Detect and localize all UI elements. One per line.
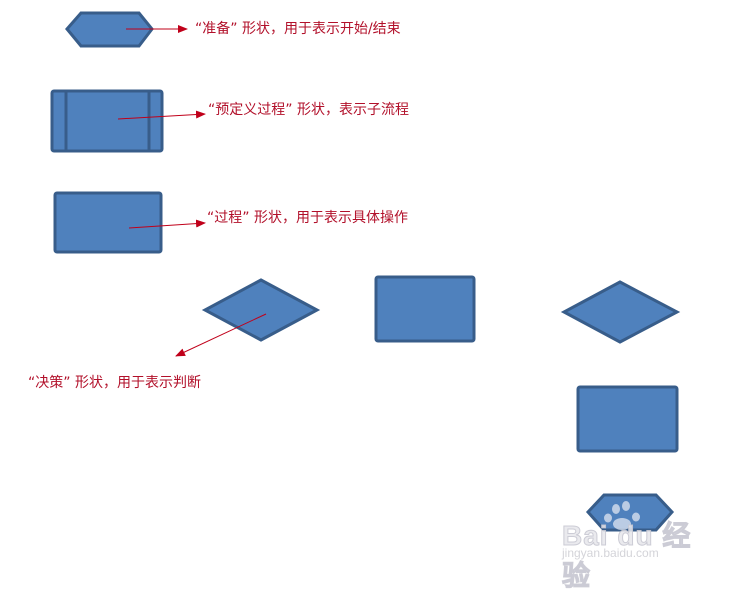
arrow-decision	[175, 313, 267, 357]
decision-diamond-shape-2[interactable]	[560, 280, 681, 344]
process-rectangle-shape[interactable]	[53, 191, 163, 254]
decision-diamond-shape[interactable]	[201, 278, 321, 342]
process-rectangle-shape-2[interactable]	[374, 275, 476, 343]
flowchart-canvas	[50, 11, 681, 532]
process-rectangle-shape-3[interactable]	[576, 385, 679, 453]
baidu-paw-icon	[604, 501, 640, 530]
label-process: “过程” 形状，用于表示具体操作	[207, 210, 408, 226]
arrow-predefined-process	[117, 110, 206, 120]
label-predefined-process: “预定义过程” 形状，表示子流程	[208, 102, 409, 118]
predefined-process-shape[interactable]	[50, 89, 164, 153]
arrow-process	[128, 219, 206, 229]
label-preparation: “准备” 形状，用于表示开始/结束	[195, 21, 401, 37]
label-decision: “决策” 形状，用于表示判断	[28, 375, 201, 391]
